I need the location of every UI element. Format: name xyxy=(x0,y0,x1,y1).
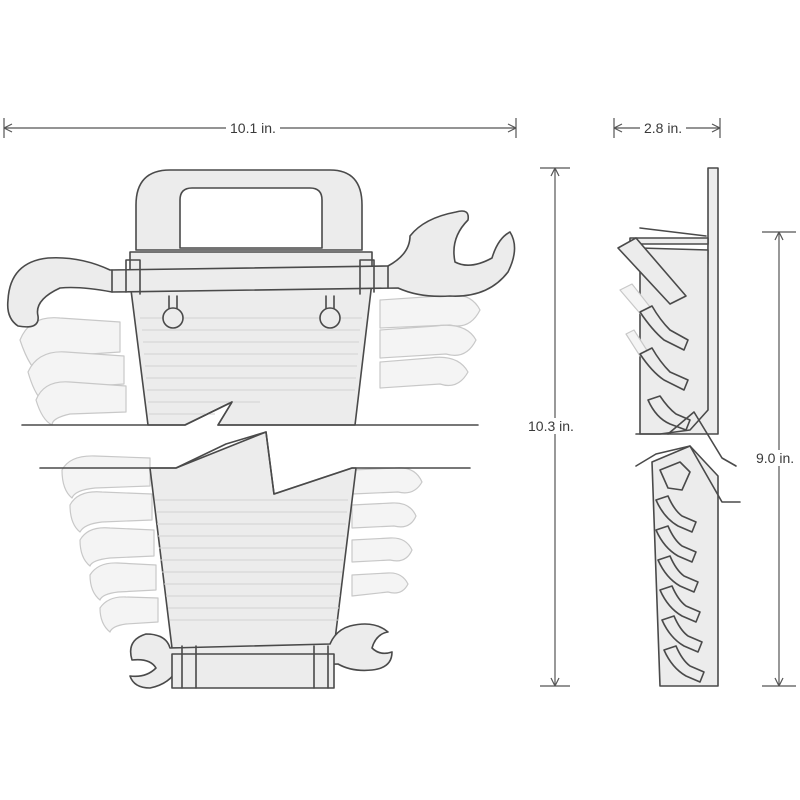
ghost-wrenches-lower xyxy=(61,455,423,633)
side-break-line-lower xyxy=(635,445,741,503)
side-clips-lower xyxy=(655,461,705,683)
break-line-upper xyxy=(21,401,479,426)
rack-post-left-top xyxy=(125,259,141,295)
side-clips-upper xyxy=(617,237,691,431)
top-wrench xyxy=(6,210,516,328)
keyhole-left xyxy=(162,295,184,329)
front-view xyxy=(6,169,516,689)
inner-height-dimension-label: 9.0 in. xyxy=(752,450,799,466)
rack-base xyxy=(171,653,335,689)
height-dimension-label: 10.3 in. xyxy=(524,418,578,434)
depth-dimension-label: 2.8 in. xyxy=(640,120,687,136)
rack-body-lower xyxy=(149,431,357,649)
keyhole-right xyxy=(319,295,341,329)
rack-post-right-top xyxy=(359,259,375,295)
side-break-line-upper xyxy=(635,411,737,467)
side-view xyxy=(617,167,741,687)
break-line-lower xyxy=(39,431,471,495)
rack-handle xyxy=(135,169,363,251)
width-dimension-label: 10.1 in. xyxy=(226,120,280,136)
rack-slats-upper xyxy=(140,317,362,415)
rack-slats-lower xyxy=(155,499,348,621)
ghost-wrenches-upper xyxy=(19,294,481,426)
